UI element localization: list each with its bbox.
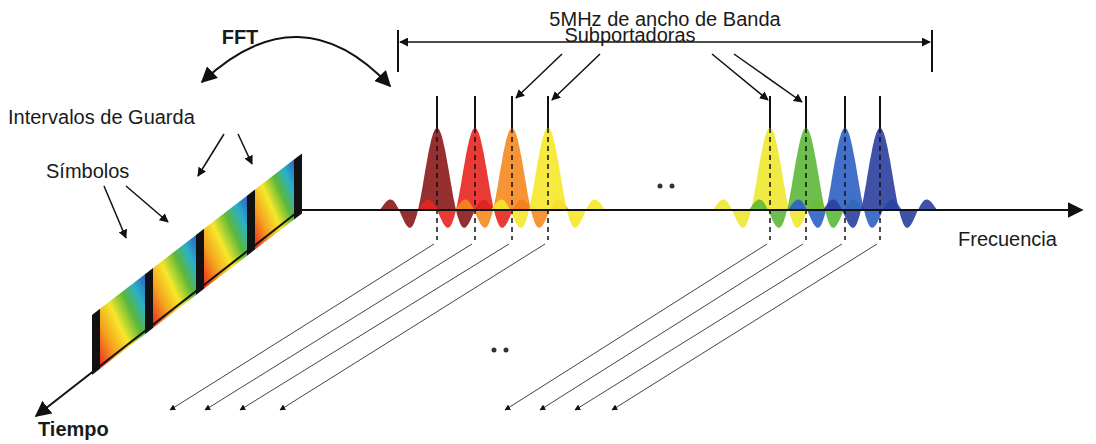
guard-interval [92,309,100,375]
projection-line [575,244,842,410]
projection-line [280,244,545,410]
symbol-label: Símbolos [46,160,129,182]
time-label: Tiempo [38,418,109,440]
frequency-label: Frecuencia [958,228,1057,250]
peak-line [844,128,846,240]
peak-tick [769,96,771,128]
projection-line [505,244,767,410]
time-axis [36,210,300,416]
fft-label: FFT [222,26,259,48]
guard-interval [145,268,153,334]
projection-line [205,244,472,410]
ellipsis-dots [492,184,675,353]
peak-tick [511,96,513,128]
peak-line [769,128,771,240]
symbol-strip [92,153,302,375]
symbol [100,274,145,369]
leader-lines [104,54,802,238]
peak-tick [547,96,549,128]
peak-line [474,128,476,240]
peak-line [805,128,807,240]
symbol [204,196,247,289]
projection-line [612,244,877,410]
peak-line [436,128,438,240]
peak-line [511,128,513,240]
peak-line [547,128,549,240]
symbol [255,160,294,250]
peak-tick [844,96,846,128]
peak-tick [805,96,807,128]
peak-tick [436,96,438,128]
subcarrier-label: Subportadoras [564,24,695,46]
projection-line [240,244,509,410]
peak-line [879,128,881,240]
frequency-axis [300,209,1082,211]
subcarriers [380,96,937,240]
symbol [153,235,196,328]
peak-tick [474,96,476,128]
projection-line [540,244,803,410]
guard-label: Intervalos de Guarda [8,106,195,128]
projection-line [170,244,434,410]
peak-tick [879,96,881,128]
projection-lines [170,244,877,410]
